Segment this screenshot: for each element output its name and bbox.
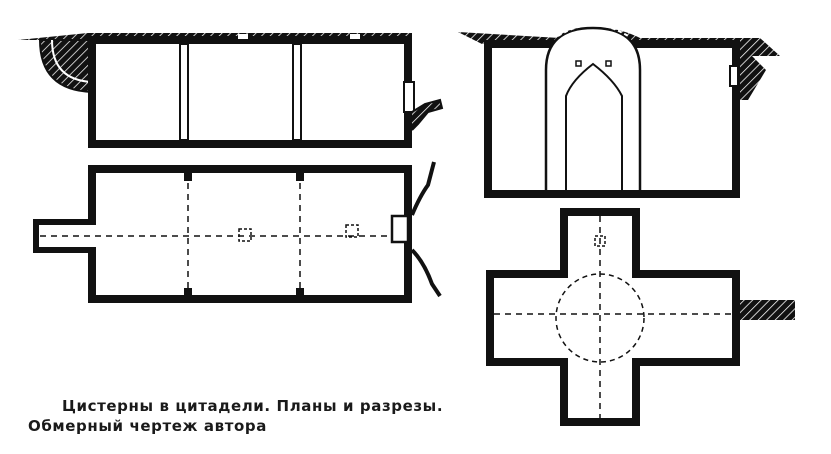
plan-long-cistern [33,161,442,303]
section-long-cistern [18,33,444,148]
section-cross-cistern [458,24,780,198]
caption-line-1: Цистерны в цитадели. Планы и разрезы. [62,397,444,415]
caption-line-2: Обмерный чертеж автора [28,417,267,435]
plan-cross-cistern [486,208,795,426]
figure-caption: Цистерны в цитадели. Планы и разрезы. Об… [28,396,443,436]
